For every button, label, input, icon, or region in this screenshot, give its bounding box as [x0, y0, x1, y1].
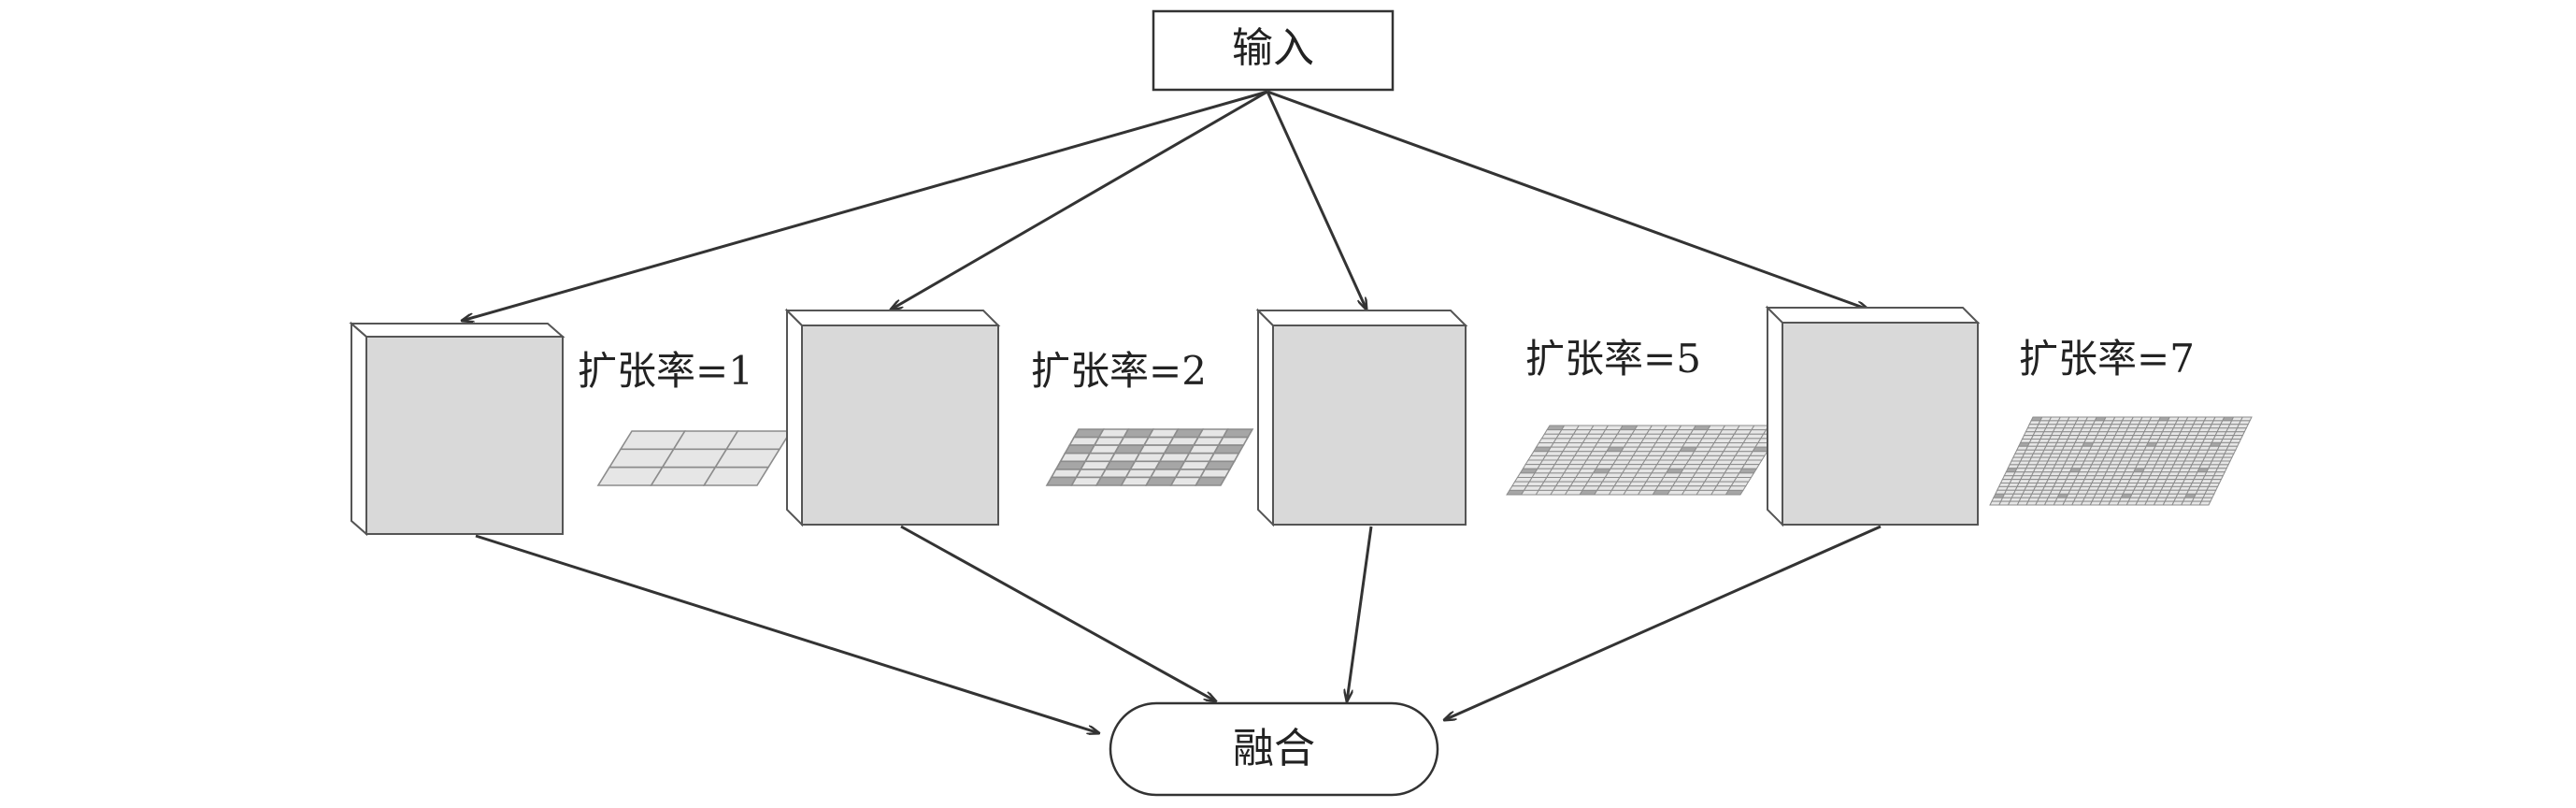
kernel-cell: [1743, 459, 1763, 466]
arrow-input-to-branch-2: [891, 90, 1268, 310]
kernel-grid-3: [1506, 425, 1784, 496]
kernel-cell: [1198, 469, 1232, 479]
arrow-input-to-branch-1: [462, 90, 1268, 321]
fusion-label: 融合: [1233, 725, 1315, 772]
branch-2: 扩张率=2: [784, 308, 1254, 527]
kernel-cell: [2232, 431, 2246, 437]
kernel-cell: [2200, 497, 2213, 502]
branch-4: 扩张率=7: [1765, 305, 2253, 527]
kernel-cell: [1740, 464, 1760, 469]
kernel-cell: [1195, 476, 1227, 486]
kernel-cell: [2227, 441, 2240, 447]
kernel-cell: [1733, 477, 1753, 483]
kernel-cell: [2210, 479, 2223, 483]
kernel-cell: [1203, 460, 1236, 470]
feature-block-3-side: [1257, 308, 1274, 527]
kernel-cell: [2236, 424, 2249, 429]
branch-1: 扩张率=1: [349, 321, 793, 537]
feature-block-2-side: [786, 308, 803, 527]
kernel-cell: [2212, 471, 2226, 477]
arrow-branch-2-to-fusion: [900, 525, 1216, 701]
kernel-cell: [1724, 489, 1744, 496]
arrow-branch-1-to-fusion: [475, 534, 1099, 733]
kernel-cell: [2222, 453, 2235, 458]
feature-block-4-front: [1782, 322, 1979, 526]
input-label: 输入: [1232, 24, 1314, 72]
kernel-cell: [2224, 449, 2237, 454]
kernel-cell: [1749, 451, 1768, 456]
output-arrows: [475, 525, 1882, 733]
fusion-node: 融合: [1109, 701, 1439, 797]
feature-block-4-top: [1765, 307, 1981, 324]
kernel-cell: [2207, 483, 2221, 487]
kernel-cell: [1208, 452, 1240, 463]
feature-block-2-top: [784, 310, 1001, 326]
feature-block-3: [1255, 308, 1468, 527]
kernel-cell: [1746, 454, 1766, 461]
kernel-cell: [2206, 485, 2219, 491]
kernel-cell: [2218, 460, 2231, 466]
input-box: [1152, 9, 1395, 92]
kernel-cell: [2220, 456, 2233, 462]
kernel-cell: [2214, 468, 2227, 473]
kernel-cell: [2198, 500, 2211, 506]
feature-block-3-top: [1255, 310, 1468, 326]
kernel-cell: [1217, 436, 1250, 446]
kernel-cell: [713, 448, 781, 469]
feature-block-4-side: [1767, 305, 1783, 527]
kernel-cell: [2211, 475, 2225, 481]
feature-block-1: [349, 321, 565, 537]
arrow-input-to-branch-4: [1267, 90, 1868, 310]
fusion-box: [1109, 701, 1439, 797]
kernel-cell: [2204, 489, 2217, 495]
kernel-cell: [1222, 428, 1254, 439]
feature-block-3-front: [1272, 325, 1467, 526]
feature-block-4: [1765, 305, 1981, 527]
arrow-input-to-branch-3: [1266, 91, 1367, 310]
feature-block-1-side: [351, 321, 367, 537]
kernel-cell: [2202, 493, 2215, 498]
kernel-cell: [1730, 481, 1750, 487]
kernel-cell: [724, 430, 793, 451]
kernel-cell: [702, 466, 770, 486]
kernel-cell: [2240, 416, 2253, 422]
branch-1-label: 扩张率=1: [578, 348, 753, 394]
kernel-grid-1: [596, 430, 793, 486]
kernel-cell: [2231, 435, 2244, 440]
branch-3: 扩张率=5: [1255, 308, 1784, 527]
input-arrows: [462, 90, 1868, 321]
feature-block-2-front: [801, 325, 999, 526]
branch-4-label: 扩张率=7: [2019, 336, 2195, 382]
input-node: 输入: [1152, 9, 1395, 92]
feature-block-1-front: [365, 336, 564, 535]
feature-block-1-top: [349, 323, 565, 338]
arrow-branch-4-to-fusion: [1444, 525, 1882, 720]
arrow-branch-3-to-fusion: [1347, 526, 1373, 701]
kernel-cell: [2228, 439, 2242, 443]
kernel-grid-4: [1989, 416, 2253, 506]
kernel-cell: [1212, 444, 1245, 454]
kernel-cell: [1735, 472, 1755, 478]
kernel-cell: [2225, 445, 2239, 451]
branch-3-label: 扩张率=5: [1525, 336, 1701, 382]
branch-2-label: 扩张率=2: [1031, 348, 1207, 394]
kernel-cell: [1738, 468, 1758, 474]
kernel-grid-2: [1045, 428, 1254, 486]
kernel-cell: [2216, 464, 2229, 469]
kernel-cell: [1727, 485, 1747, 491]
kernel-cell: [2238, 420, 2251, 426]
kernel-cell: [2234, 427, 2248, 433]
feature-block-2: [784, 308, 1001, 527]
